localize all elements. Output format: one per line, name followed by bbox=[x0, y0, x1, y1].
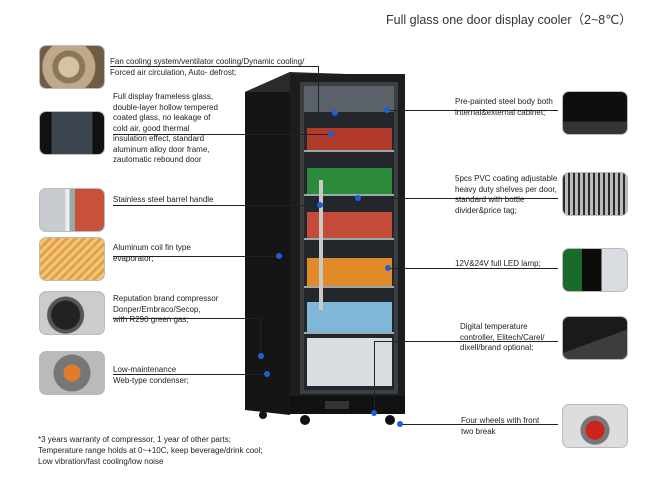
evaporator-dot bbox=[276, 253, 282, 259]
wheels-thumbnail bbox=[562, 404, 628, 448]
body-leader bbox=[388, 110, 558, 111]
evaporator-thumbnail bbox=[39, 237, 105, 281]
wheels-dot bbox=[397, 421, 403, 427]
lamp-label: 12V&24V full LED lamp; bbox=[455, 259, 541, 268]
wheel-front-right bbox=[385, 415, 395, 425]
controller-dot bbox=[371, 410, 377, 416]
handle-label: Stainless steel barrel handle bbox=[113, 195, 214, 204]
condenser-dot bbox=[264, 371, 270, 377]
shelves-dot bbox=[355, 195, 361, 201]
controller-leader bbox=[374, 341, 558, 342]
lamp-dot bbox=[385, 265, 391, 271]
controller-leader-v bbox=[374, 341, 375, 413]
handle-thumbnail bbox=[39, 188, 105, 232]
lamp-leader bbox=[388, 268, 558, 269]
condenser-leader bbox=[113, 374, 266, 375]
condenser-thumbnail bbox=[39, 351, 105, 395]
lower-compartment bbox=[307, 338, 392, 386]
fan-label: Fan cooling system/ventilator cooling/Dy… bbox=[110, 57, 305, 77]
display-cooler-illustration bbox=[245, 72, 405, 425]
fan-dot bbox=[332, 110, 338, 116]
fan-leader-h bbox=[110, 66, 318, 67]
glass-leader bbox=[113, 134, 333, 135]
wheel-rear bbox=[259, 411, 267, 419]
body-dot bbox=[384, 107, 390, 113]
compressor-leader bbox=[113, 318, 260, 319]
barrel-handle bbox=[319, 180, 323, 310]
glass-dot bbox=[328, 131, 334, 137]
fan-cover bbox=[304, 86, 394, 112]
led-lamp-thumbnail bbox=[562, 248, 628, 292]
cooler-side-panel bbox=[245, 72, 290, 415]
temperature-controller bbox=[325, 401, 349, 409]
handle-leader bbox=[113, 205, 321, 206]
compressor-thumbnail bbox=[39, 291, 105, 335]
shelf-row-1 bbox=[307, 128, 392, 150]
shelves-thumbnail bbox=[562, 172, 628, 216]
fan-leader bbox=[318, 66, 319, 112]
compressor-dot bbox=[258, 353, 264, 359]
page-title: Full glass one door display cooler（2~8℃） bbox=[386, 13, 632, 27]
controller-thumbnail bbox=[562, 316, 628, 360]
evaporator-leader bbox=[113, 256, 279, 257]
cabinet-thumbnail bbox=[562, 91, 628, 135]
glass-label: Full display frameless glass,double-laye… bbox=[113, 92, 218, 164]
shelves-leader bbox=[358, 198, 558, 199]
fan-thumbnail bbox=[39, 45, 105, 89]
footnotes: *3 years warranty of compressor, 1 year … bbox=[38, 435, 263, 466]
handle-dot bbox=[317, 202, 323, 208]
wheel-front-left bbox=[300, 415, 310, 425]
wheels-leader bbox=[400, 424, 558, 425]
compressor-leader-v bbox=[260, 318, 261, 356]
glass-door-thumbnail bbox=[39, 111, 105, 155]
